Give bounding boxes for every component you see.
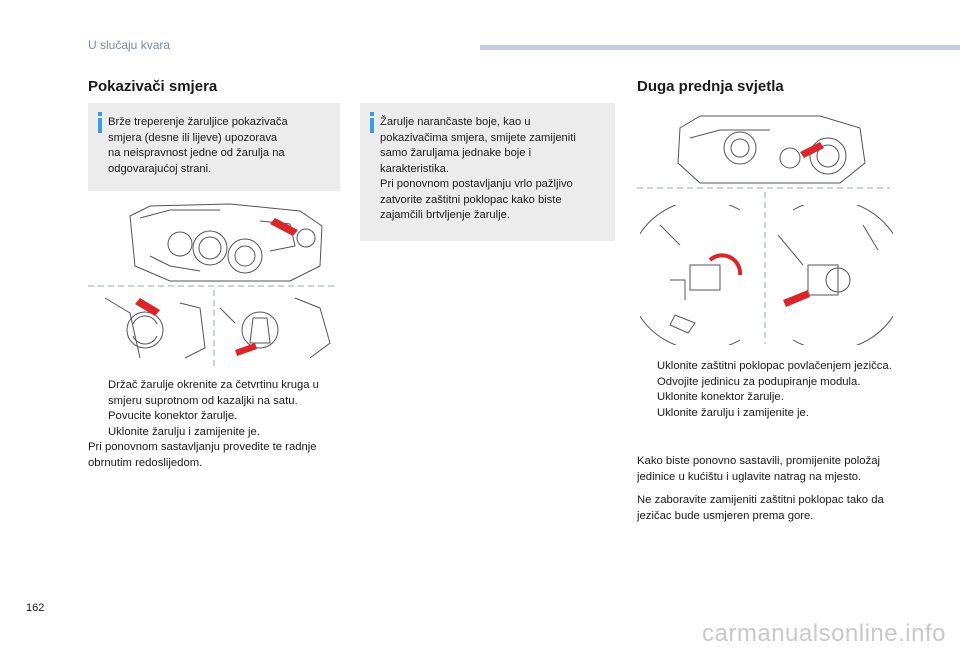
info-note-text: Brže treperenje žaruljice pokazivača smj…	[108, 116, 288, 175]
info-icon	[98, 112, 102, 133]
step-item: Uklonite konektor žarulje.	[657, 391, 784, 403]
step-item: Uklonite žarulju i zamijenite je.	[657, 406, 809, 419]
page-number: 162	[26, 602, 45, 614]
reassembly-instruction: Kako biste ponovno sastavili, promijenit…	[637, 455, 881, 483]
turn-signal-steps: Držač žarulje okrenite za četvrtinu krug…	[88, 378, 343, 440]
step-item: Povucite konektor žarulje.	[108, 410, 238, 422]
pull-arrow-icon	[783, 290, 810, 307]
section-title-turn-signals: Pokazivači smjera	[88, 78, 218, 95]
bulb-extraction-illustration	[777, 205, 893, 345]
rotate-arrow-icon	[708, 253, 743, 276]
watermark: carmanualsonline.info	[702, 620, 946, 647]
cover-removal-illustration	[640, 205, 743, 345]
header-accent-bar	[480, 45, 960, 50]
info-note-text: Žarulje narančaste boje, kao u pokazivač…	[380, 116, 576, 221]
pull-arrow-icon	[235, 343, 257, 356]
bulb-remove-illustration	[219, 297, 331, 359]
dashed-divider	[88, 285, 338, 370]
step-item: Uklonite zaštitni poklopac povlačenjem j…	[657, 360, 892, 372]
info-icon	[370, 112, 374, 133]
red-arrow-icon	[800, 142, 824, 158]
rotate-arrow-icon	[135, 298, 160, 316]
dashed-divider	[637, 187, 890, 344]
info-note-bulb-color: Žarulje narančaste boje, kao u pokazivač…	[360, 103, 615, 241]
high-beam-steps: Uklonite zaštitni poklopac povlačenjem j…	[637, 359, 902, 421]
cover-reminder: Ne zaboravite zamijeniti zaštitni poklop…	[637, 494, 884, 522]
bulb-holder-rotate-illustration	[104, 297, 206, 359]
high-beam-headlamp-illustration	[677, 115, 866, 184]
step-item: Uklonite žarulju i zamijenite je.	[108, 425, 260, 438]
info-note-turn-signals: Brže treperenje žaruljice pokazivača smj…	[88, 103, 340, 191]
chapter-header: U slučaju kvara	[88, 38, 171, 52]
step-item: Odvojite jedinicu za podupiranje modula.	[657, 375, 861, 388]
headlamp-rear-illustration	[129, 203, 323, 282]
red-arrow-icon	[270, 218, 298, 236]
reassembly-note: Pri ponovnom sastavljanju provedite te r…	[88, 441, 317, 469]
section-title-high-beam: Duga prednja svjetla	[637, 78, 784, 95]
step-item: Držač žarulje okrenite za četvrtinu krug…	[108, 379, 319, 407]
